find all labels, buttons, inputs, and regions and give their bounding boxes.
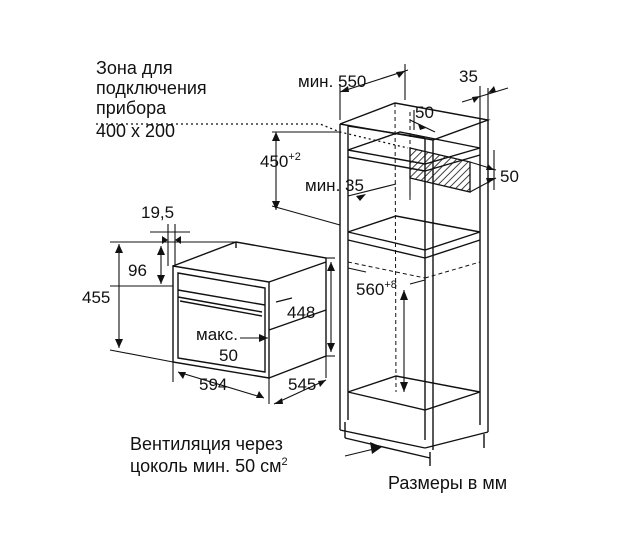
dim-450-value: 450 — [260, 152, 289, 171]
dim-19-5: 19,5 — [141, 203, 175, 222]
dim-50-a: 50 — [415, 103, 434, 122]
dim-maks-label: макс. — [196, 325, 238, 344]
zone-label-line3: прибора — [96, 98, 167, 118]
zone-label-size: 400 x 200 — [96, 121, 176, 141]
units-note: Размеры в мм — [388, 473, 508, 493]
dim-450: 450+2 — [260, 152, 301, 172]
dim-50-b: 50 — [500, 167, 519, 186]
ventilation-note-line1: Вентиляция через — [130, 434, 283, 454]
ventilation-note-line2: цоколь мин. 50 см2 — [130, 456, 288, 477]
dim-96: 96 — [128, 261, 147, 280]
connection-zone-box — [409, 147, 471, 193]
dim-560-tolerance: +8 — [384, 279, 397, 291]
dim-448: 448 — [287, 303, 316, 322]
dim-35-top: 35 — [459, 67, 478, 86]
dim-545: 545 — [288, 375, 317, 394]
dim-455: 455 — [82, 288, 111, 307]
ventilation-note-text: цоколь мин. 50 см — [130, 456, 282, 476]
zone-leader-line — [96, 123, 409, 149]
dim-min-35: мин. 35 — [305, 176, 364, 195]
dim-maks-50: 50 — [219, 346, 238, 365]
dim-594: 594 — [199, 375, 228, 394]
dim-450-tolerance: +2 — [288, 151, 301, 163]
arrow-heads — [115, 71, 496, 454]
zone-label-line1: Зона для — [96, 58, 173, 78]
dim-min-550: мин. 550 — [298, 72, 367, 91]
dim-560: 560+8 — [356, 280, 397, 300]
dim-560-value: 560 — [356, 280, 385, 299]
zone-label-line2: подключения — [96, 78, 207, 98]
ventilation-note-unit-sup: 2 — [281, 456, 288, 468]
